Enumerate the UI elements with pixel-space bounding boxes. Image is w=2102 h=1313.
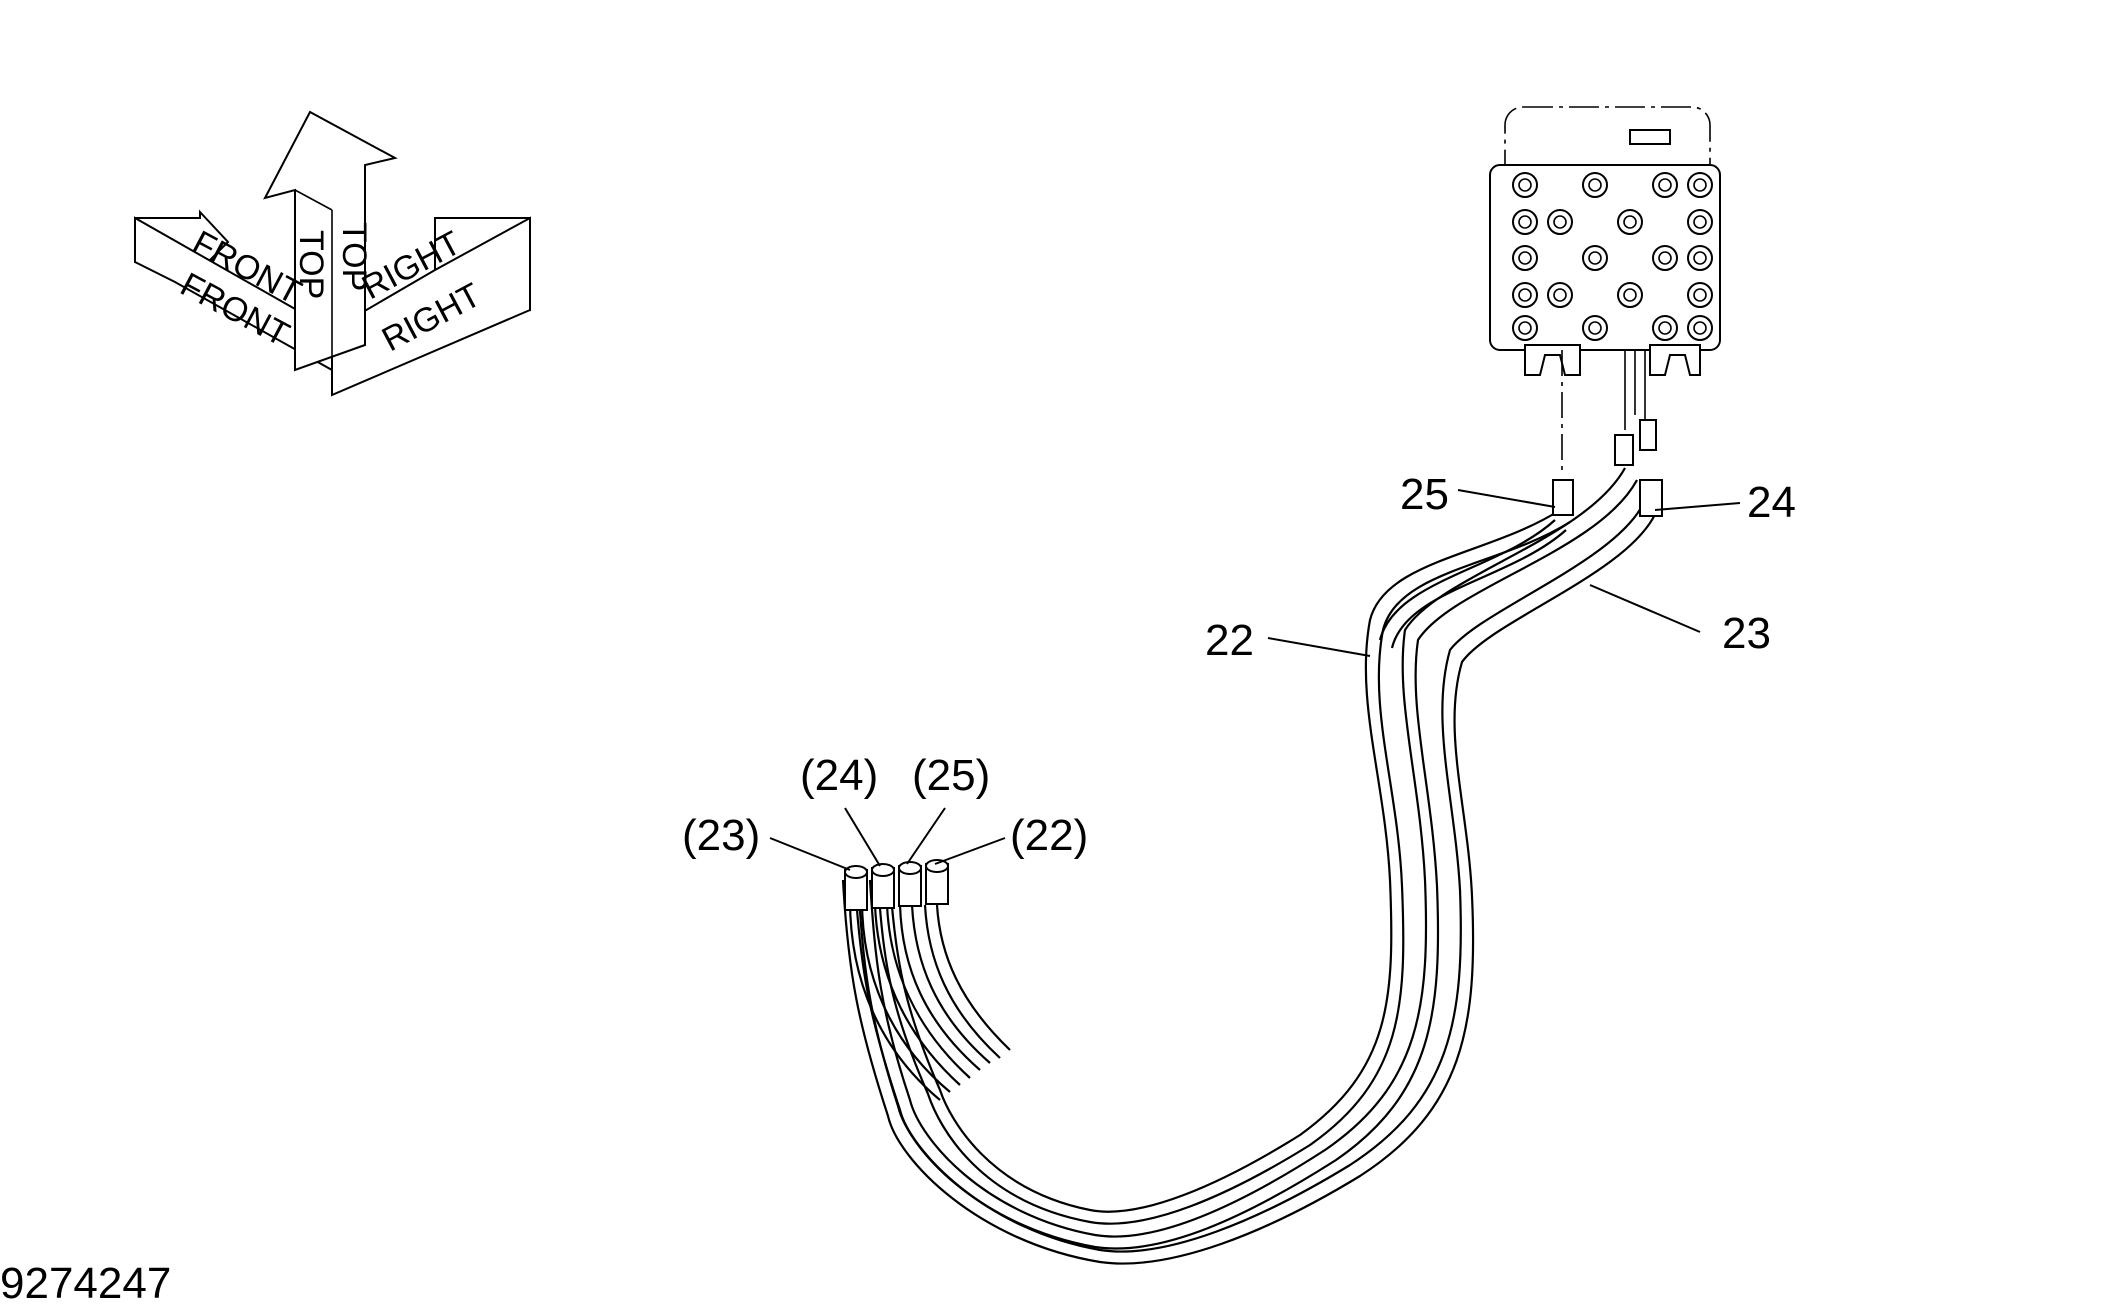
bolt-center — [1518, 215, 1532, 229]
bolt-center — [1693, 178, 1707, 192]
hose-25 — [1378, 519, 1556, 641]
bolt-center — [1623, 288, 1637, 302]
bolt-center — [1553, 288, 1567, 302]
callouts: 25 24 22 23 (23) (24) (25) (22) — [682, 470, 1796, 860]
bolt-head — [1547, 282, 1573, 308]
bolt-head — [1687, 172, 1713, 198]
valve-bolts — [1512, 172, 1713, 341]
bolt-head — [1512, 282, 1538, 308]
top-arrow-shape — [263, 110, 398, 372]
bolt-head — [1582, 172, 1608, 198]
bolt-center — [1658, 321, 1672, 335]
callout-22-paren: (22) — [1010, 811, 1088, 860]
bolt-head — [1687, 245, 1713, 271]
fitting-23 — [1614, 434, 1634, 466]
bolt-head — [1617, 209, 1643, 235]
bolt-center — [1693, 251, 1707, 265]
callout-24: 24 — [1747, 478, 1796, 527]
drawing-number: 9274247 — [0, 1259, 172, 1308]
bolt-head — [1512, 315, 1538, 341]
bolt-center — [1693, 288, 1707, 302]
control-valve — [1489, 106, 1721, 470]
orientation-indicator: FRONT FRONT TOP TOP RIGHT RIGHT — [134, 110, 531, 397]
bolt-head — [1512, 209, 1538, 235]
callout-23: 23 — [1722, 609, 1771, 658]
bolt-center — [1588, 178, 1602, 192]
bolt-head — [1687, 282, 1713, 308]
bolt-head — [1617, 282, 1643, 308]
bolt-center — [1658, 251, 1672, 265]
bolt-head — [1582, 245, 1608, 271]
bolt-center — [1518, 288, 1532, 302]
hose-22 — [888, 509, 1561, 1213]
bolt-center — [1518, 178, 1532, 192]
bolt-head — [1547, 209, 1573, 235]
top-label-left: TOP — [292, 230, 330, 299]
callout-25-paren: (25) — [912, 751, 990, 800]
bottom-fittings — [844, 859, 949, 911]
top-label-right: TOP — [335, 222, 373, 291]
callout-23-paren: (23) — [682, 811, 760, 860]
bolt-center — [1588, 321, 1602, 335]
bolt-head — [1652, 245, 1678, 271]
bolt-center — [1693, 321, 1707, 335]
hose-23 — [868, 467, 1626, 1238]
bolt-head — [1687, 315, 1713, 341]
bolt-center — [1553, 215, 1567, 229]
bolt-center — [1693, 215, 1707, 229]
bolt-head — [1512, 245, 1538, 271]
bolt-head — [1652, 172, 1678, 198]
callout-22: 22 — [1205, 616, 1254, 665]
fitting-24 — [1639, 479, 1663, 517]
fitting-25 — [1552, 479, 1574, 516]
hose-24 — [853, 499, 1647, 1253]
bolt-center — [1588, 251, 1602, 265]
hose-bundle — [841, 467, 1659, 1265]
bolt-head — [1652, 315, 1678, 341]
callout-25: 25 — [1400, 470, 1449, 519]
bolt-head — [1512, 172, 1538, 198]
bolt-center — [1658, 178, 1672, 192]
callout-24-paren: (24) — [800, 751, 878, 800]
bolt-center — [1518, 321, 1532, 335]
top-fittings — [1552, 419, 1663, 517]
bolt-center — [1623, 215, 1637, 229]
bolt-head — [1582, 315, 1608, 341]
bolt-center — [1518, 251, 1532, 265]
leader-lines — [769, 489, 1741, 871]
bolt-head — [1687, 209, 1713, 235]
